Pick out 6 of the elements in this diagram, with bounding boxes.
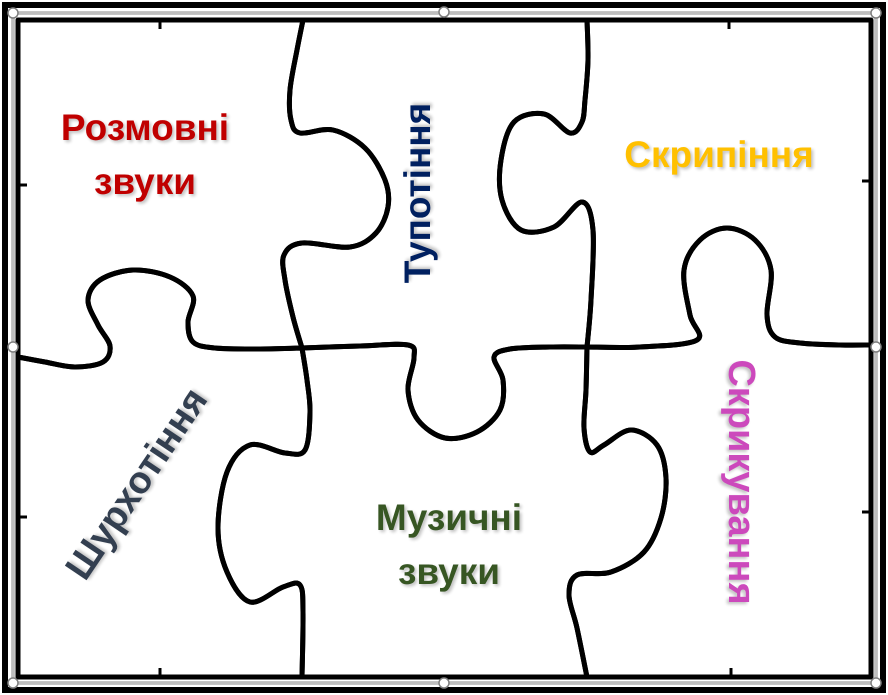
piece-label: Музичні звуки (374, 496, 524, 594)
piece-label: Скрипіння (624, 133, 814, 177)
piece-label: Скрикування (719, 359, 763, 605)
puzzle-piece (565, 224, 875, 681)
piece-label: Розмовні звуки (60, 106, 230, 204)
piece-label: Тупотіння (396, 102, 439, 284)
